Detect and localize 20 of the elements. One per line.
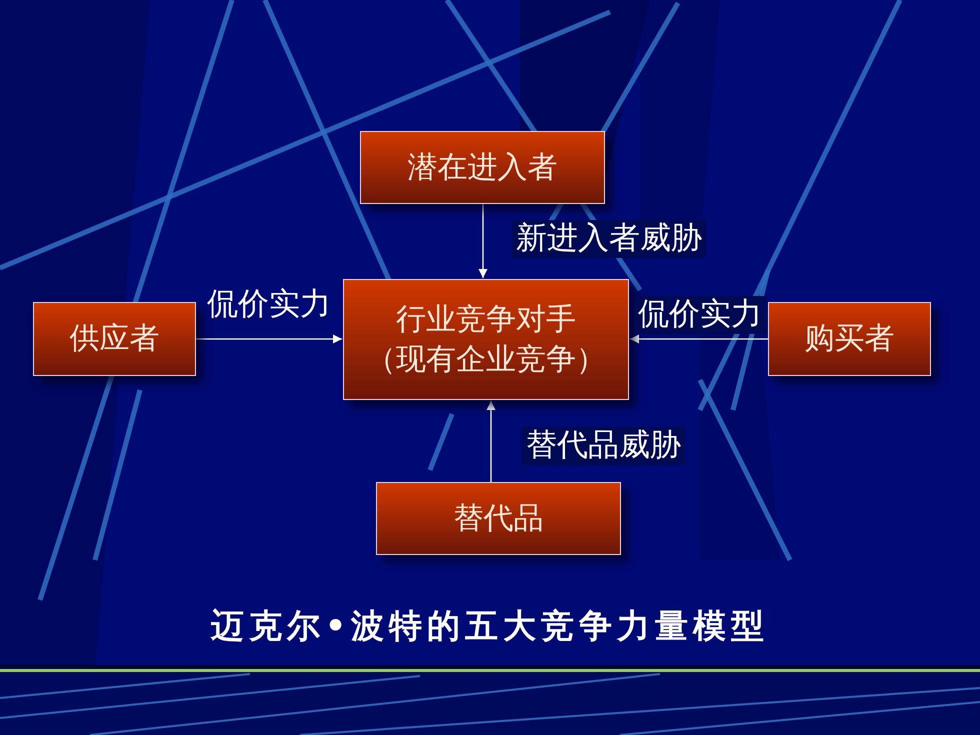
caption: 迈克尔•波特的五大竞争力量模型 — [210, 606, 770, 646]
box-label: 替代品 — [454, 500, 544, 536]
box-label: 购买者 — [804, 321, 894, 357]
arrow — [486, 401, 496, 482]
arrow — [630, 334, 768, 344]
box-label: （现有企业竞争） — [366, 342, 606, 378]
edge-label: 侃价实力 — [206, 286, 332, 324]
force-box — [343, 279, 629, 400]
force-box — [360, 131, 605, 204]
box-label: 行业竞争对手 — [396, 302, 576, 338]
arrow — [478, 204, 488, 278]
edge-label: 新进入者威胁 — [512, 220, 706, 258]
edge-label: 替代品威胁 — [522, 427, 685, 465]
force-box — [376, 482, 621, 555]
edge-label: 侃价实力 — [634, 296, 766, 334]
force-box — [768, 302, 931, 376]
box-label: 潜在进入者 — [408, 150, 558, 186]
force-box — [33, 302, 196, 376]
arrow — [196, 334, 342, 344]
box-label: 供应者 — [70, 321, 160, 357]
